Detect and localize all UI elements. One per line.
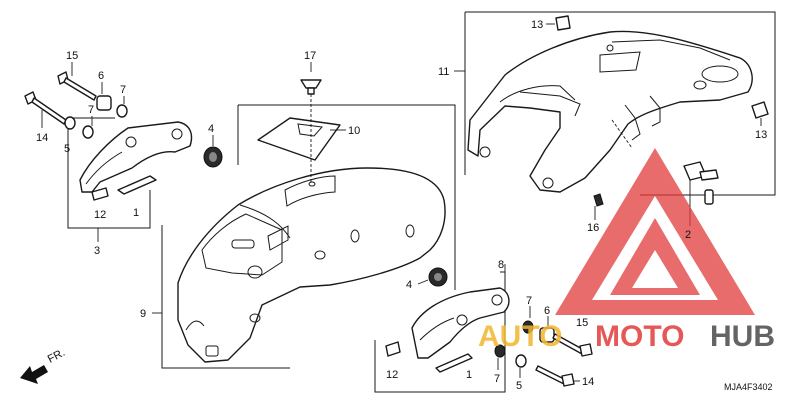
collar-6-left xyxy=(96,82,112,111)
washer-5-left xyxy=(64,116,76,140)
label-8: 8 xyxy=(498,259,504,271)
label-10: 10 xyxy=(348,125,360,137)
watermark-text: AUTO MOTO HUB xyxy=(478,320,775,353)
bolt-16 xyxy=(593,193,604,220)
group-box-8 xyxy=(374,264,506,393)
label-14-left: 14 xyxy=(36,132,48,144)
watermark-text-moto: MOTO xyxy=(595,320,684,353)
rear-fender xyxy=(177,167,446,363)
label-7-right-b: 7 xyxy=(494,373,500,385)
label-15-left: 15 xyxy=(66,50,78,62)
seat-frame-11 xyxy=(467,30,753,193)
bolt-14-right xyxy=(535,365,580,387)
label-16: 16 xyxy=(587,222,599,234)
label-14-right: 14 xyxy=(582,376,594,388)
washer-7-right-b xyxy=(494,344,506,370)
left-bracket xyxy=(79,121,193,193)
rubber-13-right xyxy=(751,101,769,126)
label-13-top: 13 xyxy=(531,19,543,31)
fender-pad xyxy=(257,117,346,161)
label-7-right-a: 7 xyxy=(526,295,532,307)
washer-7-right-a xyxy=(522,306,534,334)
label-12-right: 12 xyxy=(386,369,398,381)
group-box-3 xyxy=(67,117,151,242)
rubber-12-right xyxy=(385,341,401,357)
clip-17 xyxy=(300,62,322,182)
label-5-right: 5 xyxy=(516,380,522,392)
label-3: 3 xyxy=(94,245,100,257)
bolt-14-left xyxy=(24,91,67,128)
label-7-left-b: 7 xyxy=(88,104,94,116)
label-7-left-a: 7 xyxy=(120,84,126,96)
front-indicator-label: FR. xyxy=(46,347,67,366)
watermark-text-hub: HUB xyxy=(710,320,775,353)
grommet-4-lower xyxy=(417,267,448,287)
lock-2 xyxy=(683,161,719,226)
bolt-15-right xyxy=(552,333,593,357)
washer-7-left-a xyxy=(116,96,128,118)
washer-5-right xyxy=(515,354,527,378)
label-9: 9 xyxy=(140,308,146,320)
front-arrow-icon xyxy=(20,365,48,384)
watermark-logo xyxy=(555,148,755,315)
label-5-left: 5 xyxy=(64,143,70,155)
label-13-right: 13 xyxy=(755,129,767,141)
label-17: 17 xyxy=(304,50,316,62)
label-6-left: 6 xyxy=(98,70,104,82)
bolt-15-left xyxy=(57,62,97,101)
watermark-text-auto: AUTO xyxy=(478,320,562,353)
label-6-right: 6 xyxy=(544,305,550,317)
rubber-13-top xyxy=(546,15,571,31)
rubber-12-left xyxy=(91,187,109,201)
label-1-left: 1 xyxy=(133,207,139,219)
label-15-right: 15 xyxy=(576,317,588,329)
label-11: 11 xyxy=(438,66,449,78)
grommet-4-upper xyxy=(203,135,223,168)
strip-1-left xyxy=(117,175,157,195)
label-2: 2 xyxy=(685,229,691,241)
label-12-left: 12 xyxy=(94,209,106,221)
washer-7-left-b xyxy=(82,116,94,139)
label-4-lower: 4 xyxy=(406,279,412,291)
right-bracket xyxy=(411,287,510,359)
drawing-code: MJA4F3402 xyxy=(724,382,773,392)
group-box-9 xyxy=(152,104,456,369)
strip-1-right xyxy=(435,353,473,373)
label-1-right: 1 xyxy=(466,369,472,381)
label-4-upper: 4 xyxy=(208,123,214,135)
